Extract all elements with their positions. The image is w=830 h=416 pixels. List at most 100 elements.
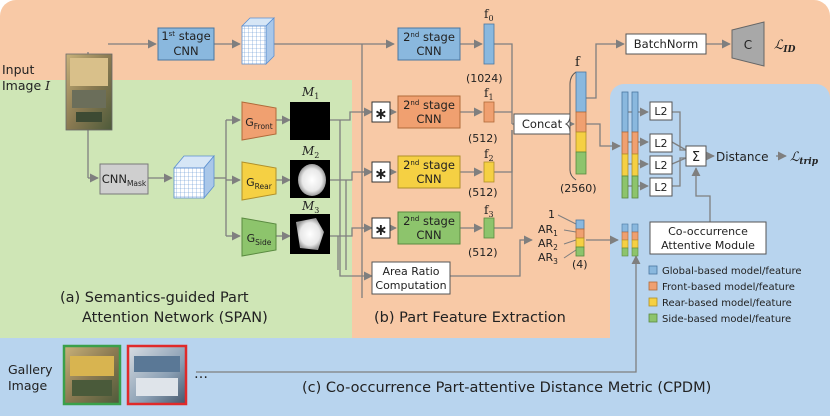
feature-f2-label: f2	[484, 147, 494, 163]
concat-brace	[564, 71, 577, 181]
mask-2-label: M2	[301, 144, 319, 160]
gate-rear-shape	[241, 161, 277, 201]
feature-f3-dim: (512)	[468, 246, 498, 259]
multiply-symbol-front: ∗	[374, 104, 387, 123]
stage2-cnn-side: 2nd stage CNN	[397, 211, 461, 245]
sum-box	[685, 145, 707, 167]
gallery-feature-bar	[631, 91, 639, 199]
legend-swatch-rear	[648, 297, 658, 307]
region-blue-bottom	[0, 338, 830, 416]
mask-1-image	[290, 102, 330, 140]
legend-swatch-side	[648, 313, 658, 323]
batchnorm-box	[625, 33, 707, 55]
gallery-image-truck	[62, 344, 122, 406]
mask-2-image	[290, 160, 330, 198]
svg-text:L2: L2	[654, 159, 667, 172]
sum-symbol: Σ	[692, 150, 700, 165]
feature-f3-label: f3	[484, 203, 494, 219]
l2-box-1: L2	[649, 101, 673, 121]
mask-3-label: M3	[301, 199, 319, 215]
gallery-image-bus	[126, 344, 188, 406]
gallery-ellipsis: …	[194, 366, 208, 382]
feature-f2-dim: (512)	[468, 186, 498, 199]
area-ratio-line2: Computation	[375, 279, 446, 292]
input-label-line2: Image I	[2, 78, 51, 93]
concat-f-label: f	[575, 55, 581, 70]
legend-swatch-global	[648, 265, 658, 275]
l2-box-2: L2	[649, 133, 673, 153]
ar-3-label: AR3	[538, 251, 558, 266]
stage1-cnn-label: CNN	[173, 44, 198, 58]
feature-map-cube-1	[241, 17, 275, 65]
stage1-title: 1st stage	[161, 29, 210, 43]
svg-text:2nd stage: 2nd stage	[403, 158, 455, 172]
multiply-symbol-rear: ∗	[374, 164, 387, 183]
svg-text:L2: L2	[654, 181, 667, 194]
probe-feature-bar	[621, 91, 629, 199]
feature-f1-dim: (512)	[468, 132, 498, 145]
l2-box-4: L2	[649, 177, 673, 197]
feature-f0-label: f0	[484, 7, 494, 23]
ar-pair-bars	[621, 223, 639, 257]
legend-label-side: Side-based model/feature	[662, 314, 791, 325]
area-ratio-box	[371, 261, 451, 295]
svg-text:CNN: CNN	[416, 228, 441, 242]
svg-text:CNN: CNN	[416, 172, 441, 186]
ar-1-label: AR1	[538, 223, 558, 238]
mask-1-label: M1	[301, 85, 319, 101]
span-region-label-line1: (a) Semantics-guided Part	[60, 290, 249, 306]
svg-text:CNN: CNN	[416, 112, 441, 126]
multiply-box-side	[371, 217, 391, 239]
legend: Global-based model/feature Front-based m…	[648, 265, 801, 325]
coatt-box	[649, 221, 767, 255]
l2-box-3: L2	[649, 155, 673, 175]
stage2-cnn-front: 2nd stage CNN	[397, 95, 461, 129]
concat-dim: (2560)	[560, 182, 597, 195]
gate-side-label: GSide	[247, 232, 272, 247]
ar-2-label: AR2	[538, 237, 558, 252]
stage1-cnn-box	[157, 27, 215, 61]
concat-label: Concat	[522, 117, 563, 131]
gate-rear-label: GRear	[246, 176, 273, 191]
svg-text:L2: L2	[654, 105, 667, 118]
input-label-line1: Input	[2, 62, 34, 77]
svg-text:2nd stage: 2nd stage	[403, 30, 455, 44]
coatt-line2: Attentive Module	[661, 239, 755, 252]
svg-text:2nd stage: 2nd stage	[403, 98, 455, 112]
ar-dim: (4)	[572, 258, 588, 271]
legend-label-global: Global-based model/feature	[662, 266, 801, 277]
feature-f0-dim: (1024)	[466, 72, 503, 85]
multiply-symbol-side: ∗	[374, 220, 387, 239]
legend-swatch-front	[648, 281, 658, 291]
stage2-cnn-global: 2nd stage CNN	[397, 27, 461, 61]
gate-side-shape	[241, 217, 277, 257]
connector-lines	[87, 39, 787, 373]
legend-label-front: Front-based model/feature	[662, 282, 795, 293]
mask-3-image	[290, 214, 330, 254]
stage2-cnn-rear: 2nd stage CNN	[397, 155, 461, 189]
cnn-mask-label: CNNMask	[102, 172, 147, 188]
feature-f2-bar	[483, 161, 495, 183]
classifier-shape	[731, 21, 765, 67]
input-image	[65, 53, 113, 131]
cnn-mask-box	[99, 163, 149, 195]
ar-connectors	[557, 214, 577, 259]
multiply-box-front	[371, 101, 391, 123]
svg-text:L2: L2	[654, 137, 667, 150]
concat-f-stack	[575, 71, 587, 175]
feature-f0-bar	[483, 23, 495, 65]
classifier-label: C	[744, 38, 752, 52]
gate-front-shape	[241, 101, 277, 141]
feature-map-cube-2	[173, 154, 215, 200]
ar-stack	[575, 219, 585, 257]
loss-trip-label: ℒtrip	[790, 150, 819, 167]
gallery-label-line2: Image	[8, 378, 47, 393]
ar-one-label: 1	[548, 208, 555, 221]
feature-f1-bar	[483, 101, 495, 123]
span-region-label-line2: Attention Network (SPAN)	[82, 310, 268, 326]
batchnorm-label: BatchNorm	[634, 37, 698, 51]
feature-f3-bar	[483, 217, 495, 239]
loss-id-label: ℒID	[774, 38, 796, 55]
